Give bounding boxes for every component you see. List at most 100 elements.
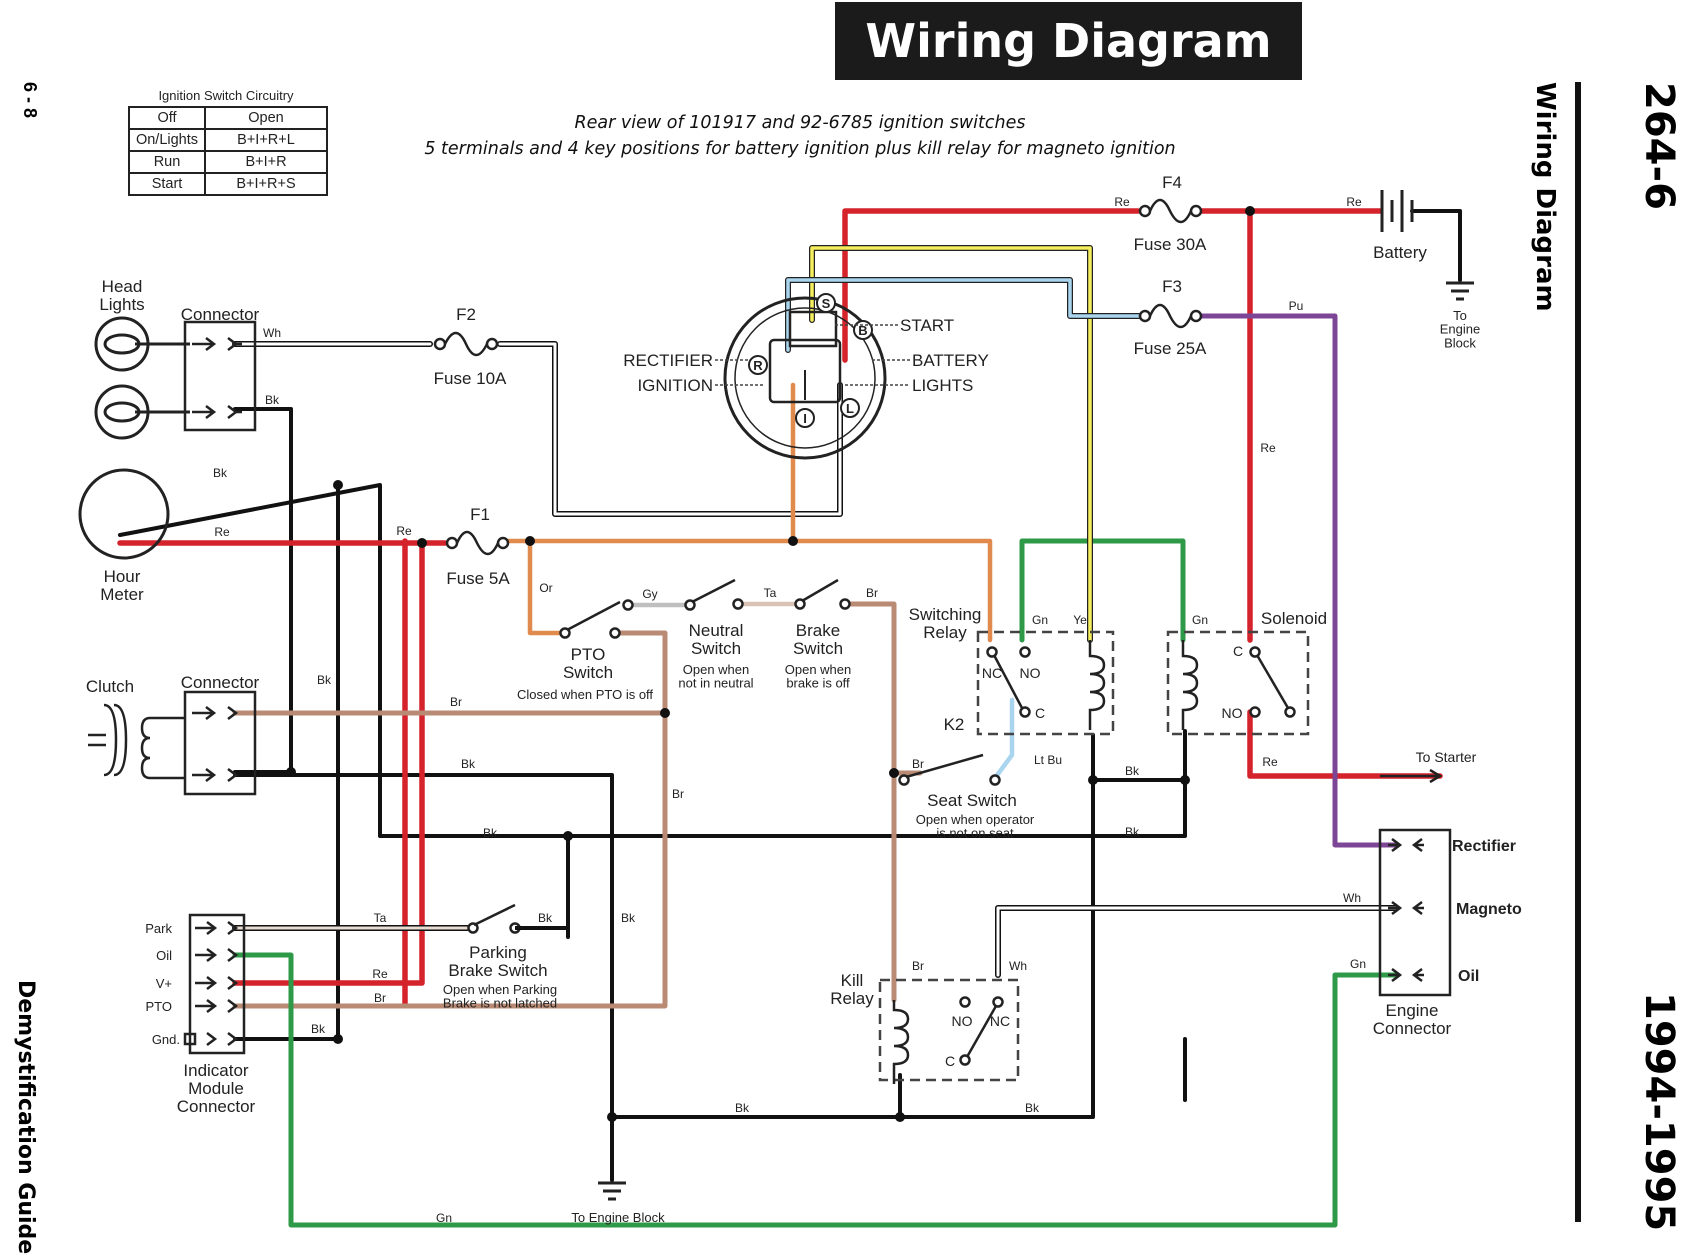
hour-meter-symbol (78, 468, 170, 560)
green-wires (232, 538, 1398, 1228)
wire-label: Re (1260, 441, 1276, 455)
clutch-symbol (88, 690, 257, 796)
gray-tan-wires (232, 601, 803, 931)
start-label: START (900, 316, 954, 335)
light-blue-wire (785, 277, 1143, 781)
yellow-wire (809, 245, 1093, 643)
head-lights-symbol (94, 316, 190, 440)
f4-label: F4 (1162, 173, 1182, 192)
to-starter-label: To Starter (1416, 749, 1477, 765)
f3-label: F3 (1162, 277, 1182, 296)
terminal-b-label: B (858, 323, 867, 338)
wire-label: Re (396, 524, 412, 538)
wire-label: Br (866, 586, 878, 600)
terminal-s (816, 293, 836, 313)
kill-nc-label: NC (990, 1013, 1010, 1029)
table-title: Ignition Switch Circuitry (158, 88, 294, 103)
oil-ind-pin-label: Oil (156, 948, 172, 963)
terminal-r-label: R (753, 358, 763, 373)
gnd-pin-label: Gnd. (152, 1032, 180, 1047)
wire-label: Bk (265, 393, 280, 407)
wire-label: Re (1262, 755, 1278, 769)
note-line-2: 5 terminals and 4 key positions for batt… (424, 139, 1176, 159)
wire-label: Ta (764, 586, 777, 600)
switching-relay-k2 (976, 630, 1115, 736)
wire-label: Re (1346, 195, 1362, 209)
wire-label: Wh (263, 326, 281, 340)
solenoid (1166, 630, 1443, 784)
rectifier-pin-label: Rectifier (1452, 838, 1516, 855)
fuse-f1 (445, 530, 510, 556)
wire-label: Wh (1343, 891, 1361, 905)
fuse-30a-label: Fuse 30A (1134, 235, 1207, 254)
k2-label: K2 (944, 715, 965, 734)
wire-label: Bk (317, 673, 332, 687)
terminal-s-label: S (822, 296, 831, 311)
junction-dots (286, 206, 1255, 1122)
red-wires (117, 208, 1443, 1008)
wire-label: Wh (1009, 959, 1027, 973)
wire-label: Bk (538, 911, 553, 925)
wire-label: Bk (621, 911, 636, 925)
orange-wires (502, 382, 993, 643)
wire-label: Gy (642, 587, 657, 601)
kill-c-label: C (945, 1053, 955, 1069)
wire-label: Re (372, 967, 388, 981)
head-lights-connector (183, 320, 257, 432)
wire-label: Bk (735, 1101, 750, 1115)
seat-switch-label: Seat Switch (927, 791, 1017, 810)
table-cell: B+I+R (204, 150, 328, 174)
solenoid-c-label: C (1233, 643, 1243, 659)
brown-wires (232, 601, 923, 1009)
solenoid-label: Solenoid (1261, 609, 1327, 628)
terminal-r (748, 355, 768, 375)
table-cell: On/Lights (128, 128, 206, 152)
k2-no-label: NO (1020, 665, 1041, 681)
f1-label: F1 (470, 505, 490, 524)
battery-label: Battery (1373, 243, 1427, 262)
table-cell: Off (128, 106, 206, 130)
wire-label: Re (214, 525, 230, 539)
wire-label: Bk (1125, 764, 1140, 778)
wire-label: Re (1114, 195, 1130, 209)
fuse-5a-label: Fuse 5A (446, 569, 510, 588)
note-line-1: Rear view of 101917 and 92-6785 ignition… (574, 113, 1026, 133)
kill-relay (878, 978, 1020, 1084)
fuse-f4 (1138, 198, 1203, 224)
wire-label: Lt Bu (1034, 753, 1062, 767)
engine-block-label-bottom: To Engine Block (571, 1210, 665, 1225)
terminal-i-label: I (803, 411, 807, 426)
k2-c-label: C (1035, 705, 1045, 721)
wire-label: Gn (1192, 613, 1208, 627)
engine-connector (1378, 828, 1452, 997)
terminal-l (840, 398, 860, 418)
vplus-pin-label: V+ (156, 976, 172, 991)
ignition-switch: S B R I L START BATTERY RECTIFIER IGNITI… (623, 293, 989, 460)
wire-label: Bk (213, 466, 228, 480)
wire-label: Bk (1025, 1101, 1040, 1115)
table-cell: B+I+R+L (204, 128, 328, 152)
clutch-label: Clutch (86, 677, 134, 696)
table-cell: Open (204, 106, 328, 130)
solenoid-no-label: NO (1222, 705, 1243, 721)
wire-label: Br (374, 991, 386, 1005)
terminal-l-label: L (846, 401, 854, 416)
rectifier-term-label: RECTIFIER (623, 351, 713, 370)
wire-label: Pu (1289, 299, 1304, 313)
wire-label: Ta (374, 911, 387, 925)
fuse-10a-label: Fuse 10A (434, 369, 507, 388)
k2-nc-label: NC (982, 665, 1002, 681)
